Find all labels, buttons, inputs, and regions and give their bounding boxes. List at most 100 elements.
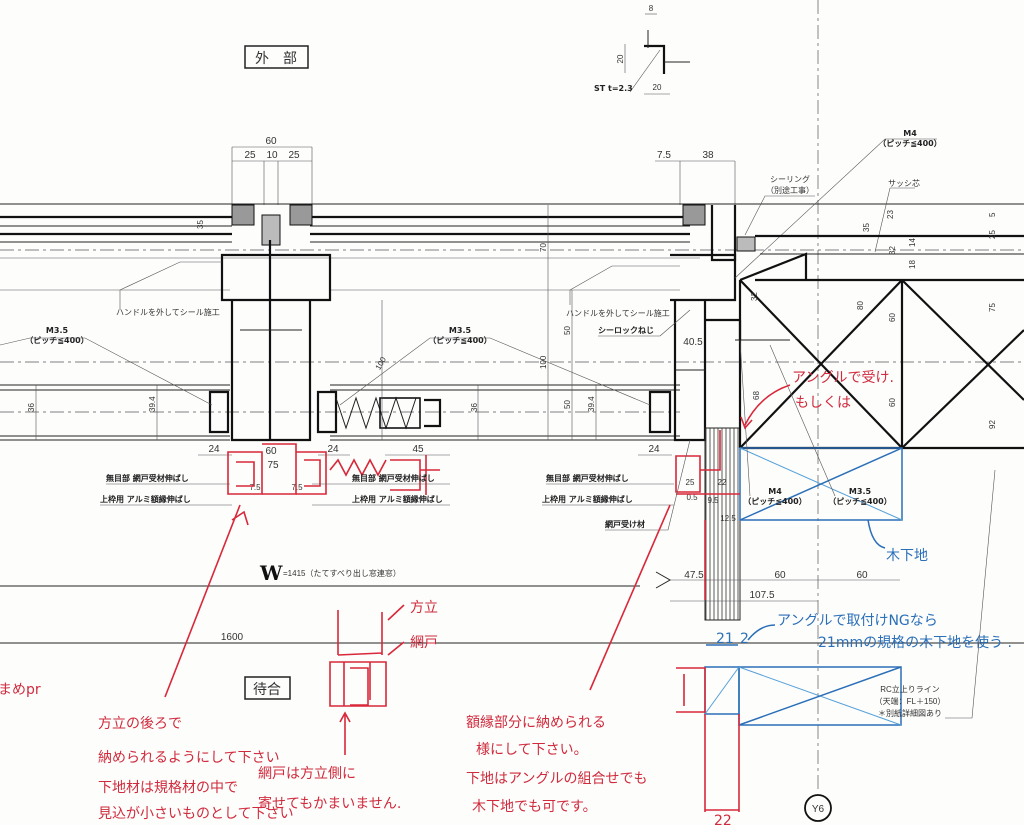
extension-labels: 無目部 網戸受材伸ばし 上枠用 アルミ額縁伸ばし 無目部 網戸受材伸ばし 上枠用… (100, 439, 691, 531)
note-leader-right (589, 504, 671, 691)
drawing-line (676, 667, 706, 713)
frame-left-text: 上枠用 アルミ額縁伸ばし (100, 494, 191, 504)
drawing-line (739, 447, 903, 521)
angle-material-text: ST t=2.3 (594, 84, 633, 93)
drawing-line: 35 23 14 32 18 32 80 60 60 68 75 92 25 5 (750, 210, 997, 429)
drawing-line (569, 265, 680, 305)
drawing-line (675, 430, 721, 493)
v36a-text: 36 (27, 403, 36, 412)
rc-2-text: （天端：FL＋150） (875, 696, 946, 706)
note-leader-left (164, 504, 241, 698)
drawing-line (739, 339, 751, 497)
d40-5-text: 40.5 (683, 337, 703, 348)
angle-2-text: もしくは (795, 395, 851, 411)
drawing-line (736, 236, 756, 252)
drawing-line (289, 204, 313, 226)
handle-note-right: ハンドルを外してシール施工 (566, 308, 670, 318)
drawing-line (262, 443, 297, 495)
d24a-text: 24 (208, 444, 220, 455)
mullion-1-text: 方立の後ろで (98, 716, 182, 732)
drawing-line (316, 390, 338, 434)
drawing-line (0, 337, 213, 406)
drawing-line (339, 337, 651, 406)
screen-1-text: 網戸は方立側に (258, 766, 356, 782)
rc-1-text: RC立上りライン (880, 684, 940, 694)
bottom-dimensions: 47.5 60 60 107.5 (655, 570, 900, 602)
handle-note-left: ハンドルを外してシール施工 (116, 307, 220, 317)
r23-text: 23 (886, 210, 895, 219)
left-edge-text: まめpr (0, 682, 41, 698)
v100a-text: 100 (374, 355, 389, 372)
frame-4-text: 木下地でも可です。 (472, 799, 597, 815)
screw-left-1-text: M3.5 (46, 326, 69, 335)
drawing-line (387, 604, 405, 656)
sketch-mullion-text: 方立 (410, 600, 438, 616)
drawing-line (738, 666, 902, 726)
drawing-line (739, 252, 808, 282)
grid-bubble (804, 794, 832, 822)
drawing-line (329, 661, 387, 707)
drawing-line (296, 451, 327, 495)
drawing-line (710, 205, 737, 262)
drawing-line (682, 204, 706, 226)
drawing-line (739, 447, 903, 521)
sash-center-text: サッシ芯 (888, 178, 920, 188)
ng-note-2: 21mmの規格の木下地を使う . (818, 634, 1012, 651)
screw-blue-m35-1-text: M3.5 (849, 487, 872, 496)
d24b-text: 24 (327, 444, 339, 455)
r14-text: 14 (908, 238, 917, 247)
hw22-text: 22 (714, 813, 732, 825)
v35c-text: 35 (196, 220, 205, 229)
v50a-text: 50 (563, 326, 572, 335)
drawing-line (350, 667, 369, 706)
drawing-line (704, 427, 741, 621)
angle-20v-text: 20 (616, 54, 625, 63)
v39-4a-text: 39.4 (148, 396, 157, 412)
drawing-line (424, 398, 442, 428)
drawing-line (231, 204, 255, 226)
exterior-label: 外 部 (255, 51, 297, 67)
v100b-text: 100 (539, 355, 548, 369)
drawing-line (769, 344, 836, 497)
transom-mid-text: 無目部 網戸受材伸ばし (352, 473, 435, 483)
vertical-dimensions: 36 39.4 100 36 70 100 50 50 39.4 35 50 (27, 205, 597, 440)
wall-frame-truss: 35 23 14 32 18 32 80 60 60 68 75 92 25 5 (738, 210, 1024, 450)
overall-width: 1600 (221, 632, 244, 643)
v36b-text: 36 (470, 403, 479, 412)
drawing-line (648, 390, 672, 434)
drawing-line (747, 624, 776, 641)
wood-base-markup: M4 （ピッチ≦400） M3.5 （ピッチ≦400） 木下地 (739, 339, 928, 564)
r92-text: 92 (988, 420, 997, 429)
mullion-3-text: 下地材は規格材の中で (98, 780, 238, 796)
drawing-line (629, 49, 661, 93)
grid-axis-label: Y6 (812, 804, 825, 815)
d7-5a-text: 7.5 (249, 483, 261, 492)
drawing-line (208, 390, 230, 434)
screw-mid-2-text: （ピッチ≦400） (428, 335, 491, 345)
mullion-4-text: 見込が小さいものとして下さい (98, 806, 294, 822)
v50b-text: 50 (563, 400, 572, 409)
top-10-text: 10 (266, 150, 278, 161)
mullion-section: ハンドルを外してシール施工 (116, 204, 442, 442)
top-25a-text: 25 (244, 150, 256, 161)
drawing-line (867, 519, 886, 549)
d12-5-text: 12.5 (720, 514, 736, 523)
lower-dimensions: 24 60 75 7.5 7.5 24 45 24 40.5 25 22 0.5… (198, 337, 736, 523)
r18-text: 18 (908, 260, 917, 269)
top-25b-text: 25 (288, 150, 300, 161)
drawing-line (655, 571, 672, 589)
screw-blue-m4-2-text: （ピッチ≦400） (743, 496, 806, 506)
sealing-1-text: シーリング (770, 174, 810, 184)
drawing-line (335, 396, 417, 430)
drawing-line (705, 318, 742, 340)
angle-leader (740, 384, 791, 430)
drawing-line (379, 397, 421, 429)
screw-top-1-text: M4 (903, 129, 917, 138)
width-text: =1415（たてすべり出し窓連窓） (283, 568, 401, 578)
d60-text: 60 (265, 446, 277, 457)
jamb-section: ハンドルを外してシール施工 シーロックねじ (566, 204, 790, 621)
r60a-text: 60 (888, 313, 897, 322)
ng-note-1: アングルで取付けNGなら (777, 613, 938, 629)
transom-left-text: 無目部 網戸受材伸ばし (106, 473, 189, 483)
